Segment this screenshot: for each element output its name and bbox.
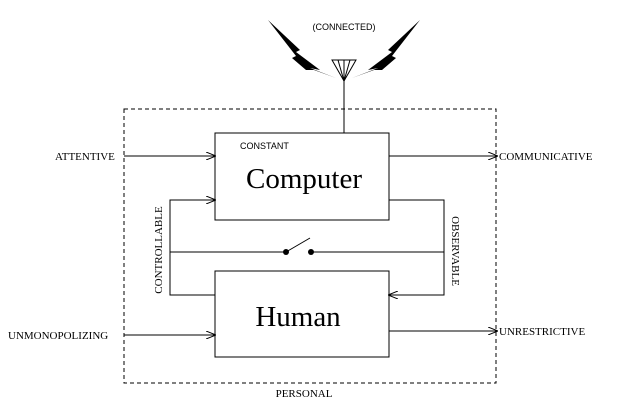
switch-icon xyxy=(283,237,314,255)
human-box xyxy=(214,270,390,358)
lightning-bolt-right-icon xyxy=(352,20,420,78)
attentive-label: ATTENTIVE xyxy=(55,151,115,163)
computer-box xyxy=(214,132,390,221)
personal-label: PERSONAL xyxy=(276,388,333,400)
communicative-label: COMMUNICATIVE xyxy=(499,151,593,163)
lightning-bolt-left-icon xyxy=(268,20,336,78)
controllable-loop xyxy=(169,200,215,296)
antenna-icon xyxy=(331,59,357,83)
computer-label: Computer xyxy=(246,163,362,195)
observable-label: OBSERVABLE xyxy=(449,216,461,286)
observable-loop xyxy=(389,199,445,295)
controllable-label: CONTROLLABLE xyxy=(153,206,165,294)
human-label: Human xyxy=(255,301,341,333)
unmonopolizing-label: UNMONOPOLIZING xyxy=(8,330,108,342)
constant-label: CONSTANT xyxy=(240,141,289,151)
unrestrictive-label: UNRESTRICTIVE xyxy=(499,326,585,338)
connected-label: (CONNECTED) xyxy=(313,22,376,32)
personal-boundary xyxy=(123,108,497,384)
